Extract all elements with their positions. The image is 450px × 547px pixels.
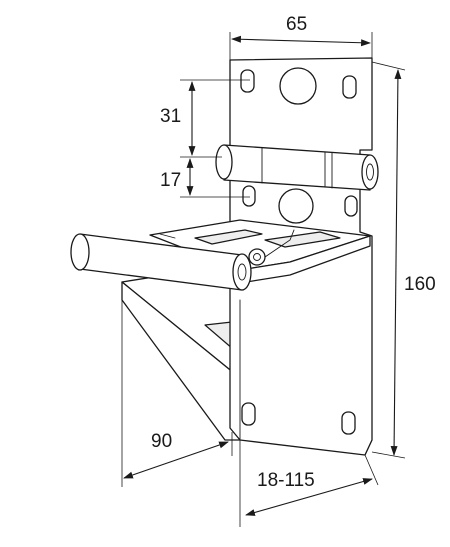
dimension-height bbox=[371, 61, 406, 459]
dimension-height-label: 160 bbox=[404, 274, 436, 295]
dimension-upper-spacing-label: 31 bbox=[160, 106, 181, 127]
dimension-depth bbox=[121, 300, 233, 487]
dimension-upper-spacing bbox=[180, 79, 250, 158]
middle-left-hole bbox=[242, 185, 256, 207]
bolt bbox=[248, 248, 266, 266]
hinge-tube bbox=[215, 144, 379, 191]
lower-left-hole bbox=[241, 402, 256, 426]
dimension-adjust-range bbox=[239, 440, 379, 527]
dimension-lower-spacing-label: 17 bbox=[160, 170, 181, 191]
dimension-adjust-range-label: 18-115 bbox=[257, 470, 315, 491]
shelf bbox=[149, 219, 371, 284]
dimension-width-label: 65 bbox=[286, 14, 307, 35]
middle-right-hole bbox=[344, 195, 358, 217]
dimension-lower-spacing bbox=[180, 158, 250, 198]
upper-right-hole bbox=[342, 75, 357, 99]
middle-round-hole bbox=[278, 188, 314, 224]
dimension-depth-label: 90 bbox=[151, 431, 172, 452]
dimension-width bbox=[229, 32, 373, 60]
lower-right-hole bbox=[341, 411, 356, 435]
front-rod bbox=[70, 229, 295, 291]
upper-round-hole bbox=[279, 67, 317, 105]
upper-left-hole bbox=[240, 69, 255, 93]
